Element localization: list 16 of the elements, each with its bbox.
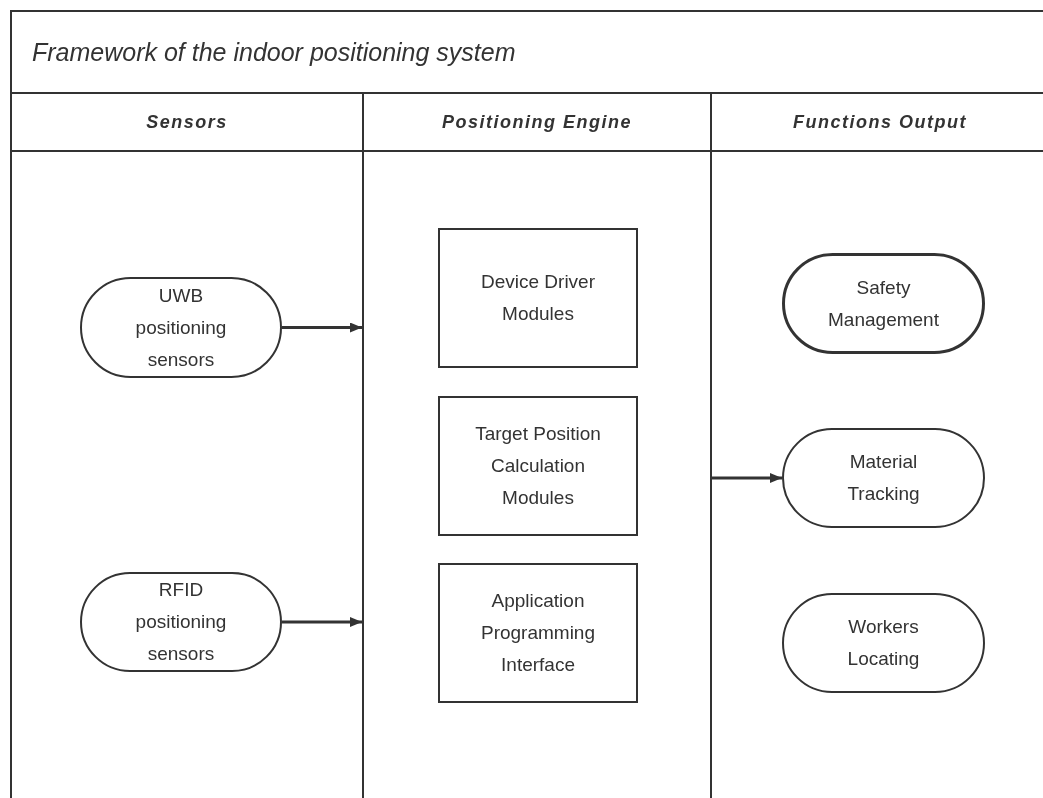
arrow (712, 473, 782, 483)
process-box: Application Programming Interface (438, 563, 638, 703)
terminal-node: Material Tracking (782, 428, 985, 528)
terminal-node: UWB positioning sensors (80, 277, 282, 378)
process-box: Device Driver Modules (438, 228, 638, 368)
swimlane-pool (10, 10, 1043, 798)
arrow (282, 617, 362, 627)
lane-header: Functions Output (712, 94, 1043, 152)
terminal-node: Safety Management (782, 253, 985, 354)
process-box: Target Position Calculation Modules (438, 396, 638, 536)
terminal-node: RFID positioning sensors (80, 572, 282, 672)
lane-header: Positioning Engine (364, 94, 710, 152)
lane-header: Sensors (12, 94, 362, 152)
pool-header: Framework of the indoor positioning system (12, 12, 1043, 94)
arrow (282, 322, 362, 333)
terminal-node: Workers Locating (782, 593, 985, 693)
